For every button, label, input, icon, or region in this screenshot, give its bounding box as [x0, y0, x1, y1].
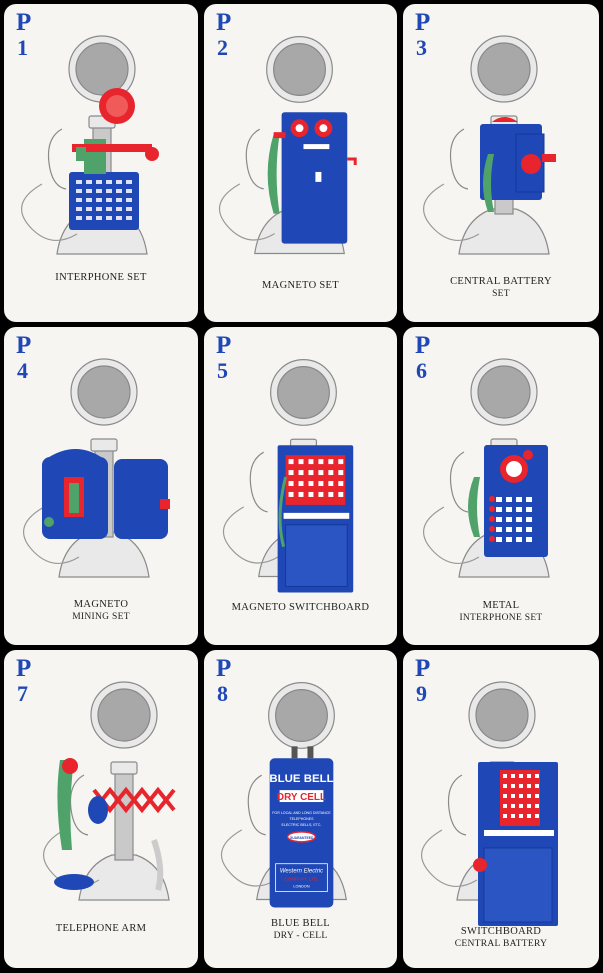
battery-text-3: ELECTRIC BELLS, ETC.	[282, 823, 322, 827]
button-rows	[496, 497, 532, 542]
battery-maker-2: COMPANY, LTD.	[284, 877, 318, 882]
switchboard-door	[285, 524, 348, 587]
battery-text-1: FOR LOCAL AND LONG DISTANCE	[272, 811, 331, 815]
central-battery-set-illustration	[423, 35, 556, 255]
card-caption: MAGNETO SWITCHBOARD	[231, 602, 370, 613]
card-caption: TELEPHONE ARM	[55, 923, 147, 934]
guarantee-badge	[286, 831, 317, 843]
operator-headset	[473, 858, 487, 872]
crank	[347, 157, 357, 165]
receiver	[468, 477, 480, 537]
card-caption: INTERPHONE SET	[55, 272, 147, 283]
battery-brand: BLUE BELL	[269, 773, 333, 785]
battery-text-2: TELEPHONES	[289, 817, 314, 821]
telephone-arm-illustration	[43, 681, 176, 901]
candlestick-phone-outline	[23, 358, 150, 578]
interphone-hook	[72, 144, 152, 152]
battery-city: LONDON	[293, 885, 309, 889]
magneto-set-illustration	[218, 36, 357, 255]
cord	[44, 517, 54, 527]
magneto-switchboard-illustration	[222, 359, 354, 593]
battery-maker: Western Electric	[280, 869, 323, 875]
battery-badge-text: GUARANTEED	[290, 836, 314, 840]
candlestick-body	[57, 760, 74, 850]
switchboard-central-battery-illustration	[421, 681, 558, 926]
cb-switchboard-door	[483, 847, 553, 923]
blue-bell-dry-cell-illustration: BLUE BELL DRY CELL FOR LOCAL AND LONG DI…	[220, 682, 347, 908]
jack-panel	[285, 455, 346, 505]
interphone-keys	[76, 180, 132, 220]
dry-cell-band	[279, 790, 324, 803]
battery-type: DRY CELL	[277, 792, 326, 803]
dry-cell-label: BLUE BELL DRY CELL FOR LOCAL AND LONG DI…	[269, 773, 333, 888]
cb-wheel	[521, 154, 541, 174]
magneto-box	[281, 112, 348, 244]
phone-foot	[54, 874, 94, 890]
interphone-base	[69, 172, 139, 230]
mining-door	[114, 459, 168, 539]
magneto-mining-set-illustration	[23, 358, 170, 578]
receiver	[483, 154, 494, 212]
receiver	[267, 134, 280, 214]
interphone-set-illustration	[21, 35, 159, 255]
metal-interphone-set-illustration	[423, 358, 550, 578]
candlestick-phone-outline	[43, 681, 170, 901]
arm-mouthpiece	[88, 796, 108, 824]
card-caption: MAGNETO SET	[262, 280, 339, 291]
